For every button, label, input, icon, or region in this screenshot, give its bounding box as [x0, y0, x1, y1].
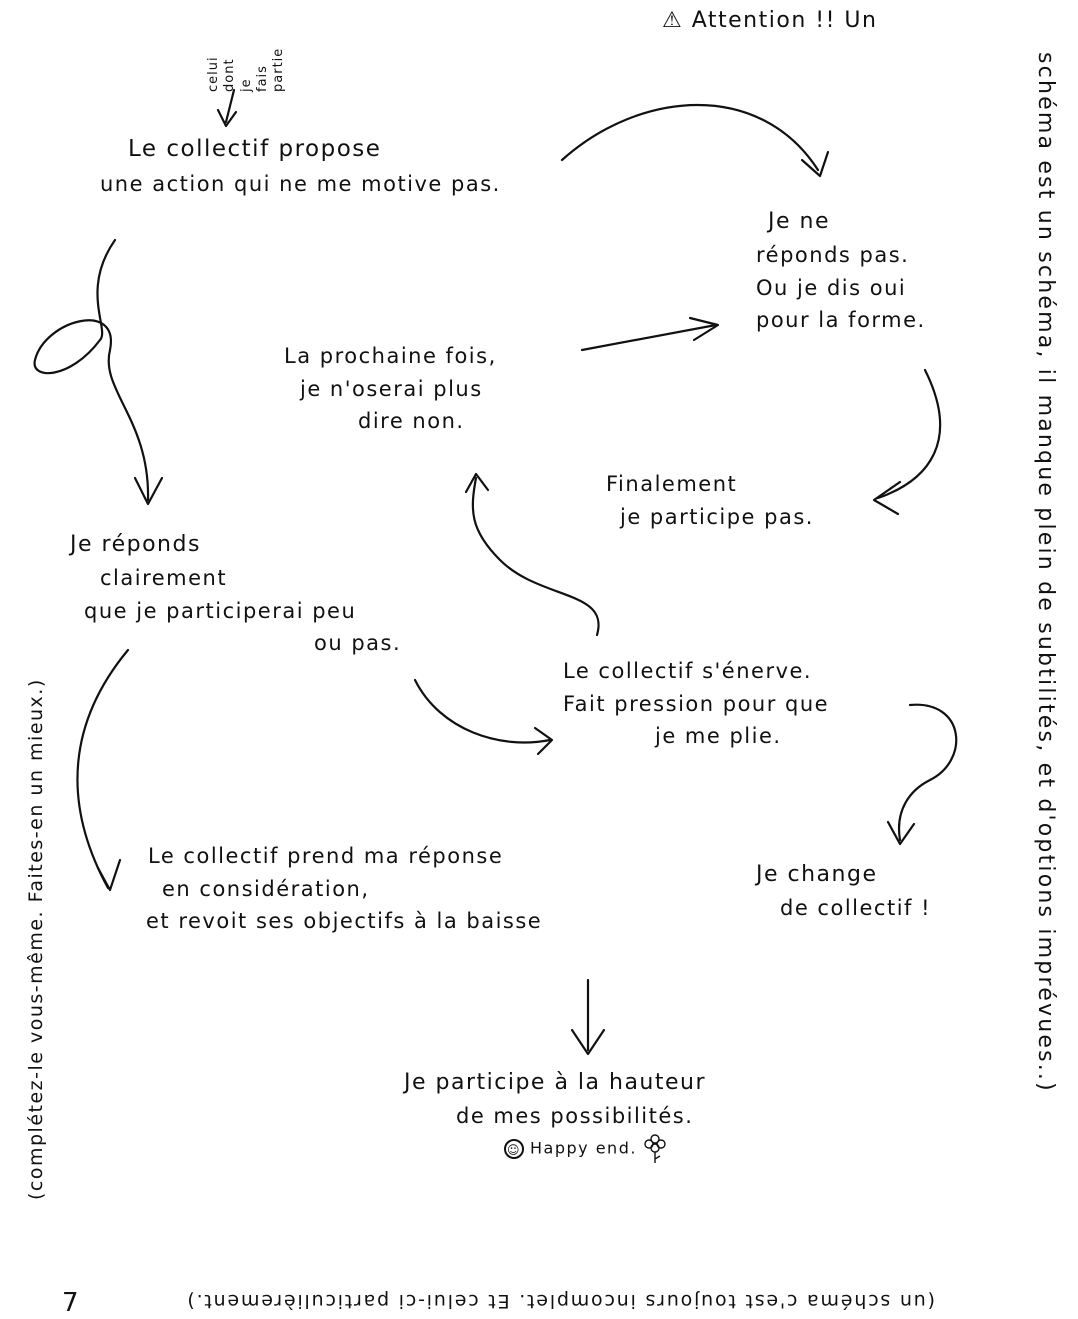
node-no-answer: Je ne réponds pas. Ou je dis oui pour la… — [756, 205, 926, 337]
arrowhead-clear-answer-to-considers — [96, 858, 122, 892]
node-finally: Finalement je participe pas. — [606, 468, 814, 533]
node-participate-line2: de mes possibilités. — [456, 1104, 694, 1129]
node-considers: Le collectif prend ma réponse en considé… — [146, 840, 543, 938]
node-participate: Je participe à la hauteur de mes possibi… — [404, 1066, 706, 1165]
smiley-icon: ☺ — [504, 1138, 524, 1159]
node-change-line1: Je change — [756, 862, 878, 887]
node-participate-line3-wrap: ☺ Happy end. — [504, 1133, 706, 1165]
arrow-side-note — [224, 88, 236, 124]
side-note-line: je — [238, 78, 254, 92]
arrowhead-start-to-no-answer — [800, 150, 830, 178]
node-change: Je change de collectif ! — [756, 858, 931, 925]
arrowhead-side-note — [216, 108, 238, 128]
node-considers-line1: Le collectif prend ma réponse — [148, 844, 504, 868]
node-no-answer-line3: Ou je dis oui — [756, 275, 907, 300]
left-margin-note: (complétez-le vous-même. Faites-en un mi… — [25, 678, 47, 1200]
arrowhead-clear-answer-to-pressure — [533, 726, 554, 756]
side-note-line: fais — [254, 65, 270, 92]
node-participate-line1: Je participe à la hauteur — [404, 1070, 707, 1095]
right-margin-note: schéma est un schéma, il manque plein de… — [1033, 52, 1058, 1093]
arrow-pressure-to-next-time — [471, 476, 600, 637]
node-pressure-line2: Fait pression pour que — [563, 691, 830, 716]
arrowhead-start-to-clear-answer — [133, 476, 164, 506]
arrow-no-answer-to-finally — [876, 368, 942, 500]
arrow-next-time-to-no-answer — [580, 323, 718, 352]
node-finally-line1: Finalement — [606, 472, 738, 496]
node-clear-answer-line3: que je participerai peu — [84, 598, 357, 623]
node-finally-line2: je participe pas. — [620, 504, 814, 529]
node-no-answer-line2: réponds pas. — [756, 243, 910, 268]
node-participate-line3: Happy end. — [530, 1138, 637, 1158]
node-start-line2: une action qui ne me motive pas. — [100, 171, 501, 196]
node-change-line2: de collectif ! — [780, 896, 932, 921]
arrowhead-no-answer-to-finally — [872, 480, 902, 516]
side-note-line: partie — [271, 47, 286, 92]
node-pressure: Le collectif s'énerve. Fait pression pou… — [563, 655, 829, 753]
arrow-clear-answer-to-considers — [76, 648, 130, 890]
node-start: Le collectif propose une action qui ne m… — [100, 132, 501, 200]
node-considers-line3: et revoit ses objectifs à la baisse — [146, 909, 543, 934]
side-note: celui dont je fais partie — [206, 48, 287, 92]
arrow-start-to-clear-answer — [33, 238, 150, 502]
node-considers-line2: en considération, — [162, 876, 370, 901]
node-next-time: La prochaine fois, je n'oserai plus dire… — [284, 340, 497, 438]
flower-icon — [643, 1133, 666, 1163]
arrow-pressure-to-change — [897, 703, 958, 842]
arrowhead-considers-to-participate — [570, 1028, 606, 1056]
arrow-start-to-no-answer — [560, 104, 820, 172]
arrowhead-pressure-to-change — [886, 820, 916, 846]
node-start-line1: Le collectif propose — [128, 136, 382, 162]
warning-text: Attention !! Un — [691, 8, 878, 33]
arrowhead-pressure-to-next-time — [464, 472, 490, 494]
node-clear-answer: Je réponds clairement que je participera… — [70, 528, 401, 660]
arrowhead-next-time-to-no-answer — [688, 316, 720, 342]
arrow-clear-answer-to-pressure — [413, 678, 552, 744]
side-note-line: dont — [222, 58, 238, 92]
node-clear-answer-line1: Je réponds — [70, 532, 201, 557]
warning-icon: ⚠ — [662, 8, 684, 33]
side-note-line: celui — [206, 56, 221, 92]
node-no-answer-line1: Je ne — [768, 209, 830, 234]
node-no-answer-line4: pour la forme. — [756, 308, 926, 333]
page-number: 7 — [62, 1288, 79, 1318]
node-pressure-line3: je me plie. — [655, 724, 782, 749]
node-clear-answer-line4: ou pas. — [314, 631, 402, 656]
node-pressure-line1: Le collectif s'énerve. — [563, 659, 813, 683]
node-clear-answer-line2: clairement — [100, 566, 228, 591]
node-next-time-line1: La prochaine fois, — [284, 344, 497, 368]
node-next-time-line2: je n'oserai plus — [300, 376, 483, 401]
node-next-time-line3: dire non. — [358, 409, 465, 434]
bottom-note: (un schéma c'est toujours incomplet. Et … — [185, 1290, 935, 1312]
warning-note: ⚠ Attention !! Un — [662, 4, 877, 38]
